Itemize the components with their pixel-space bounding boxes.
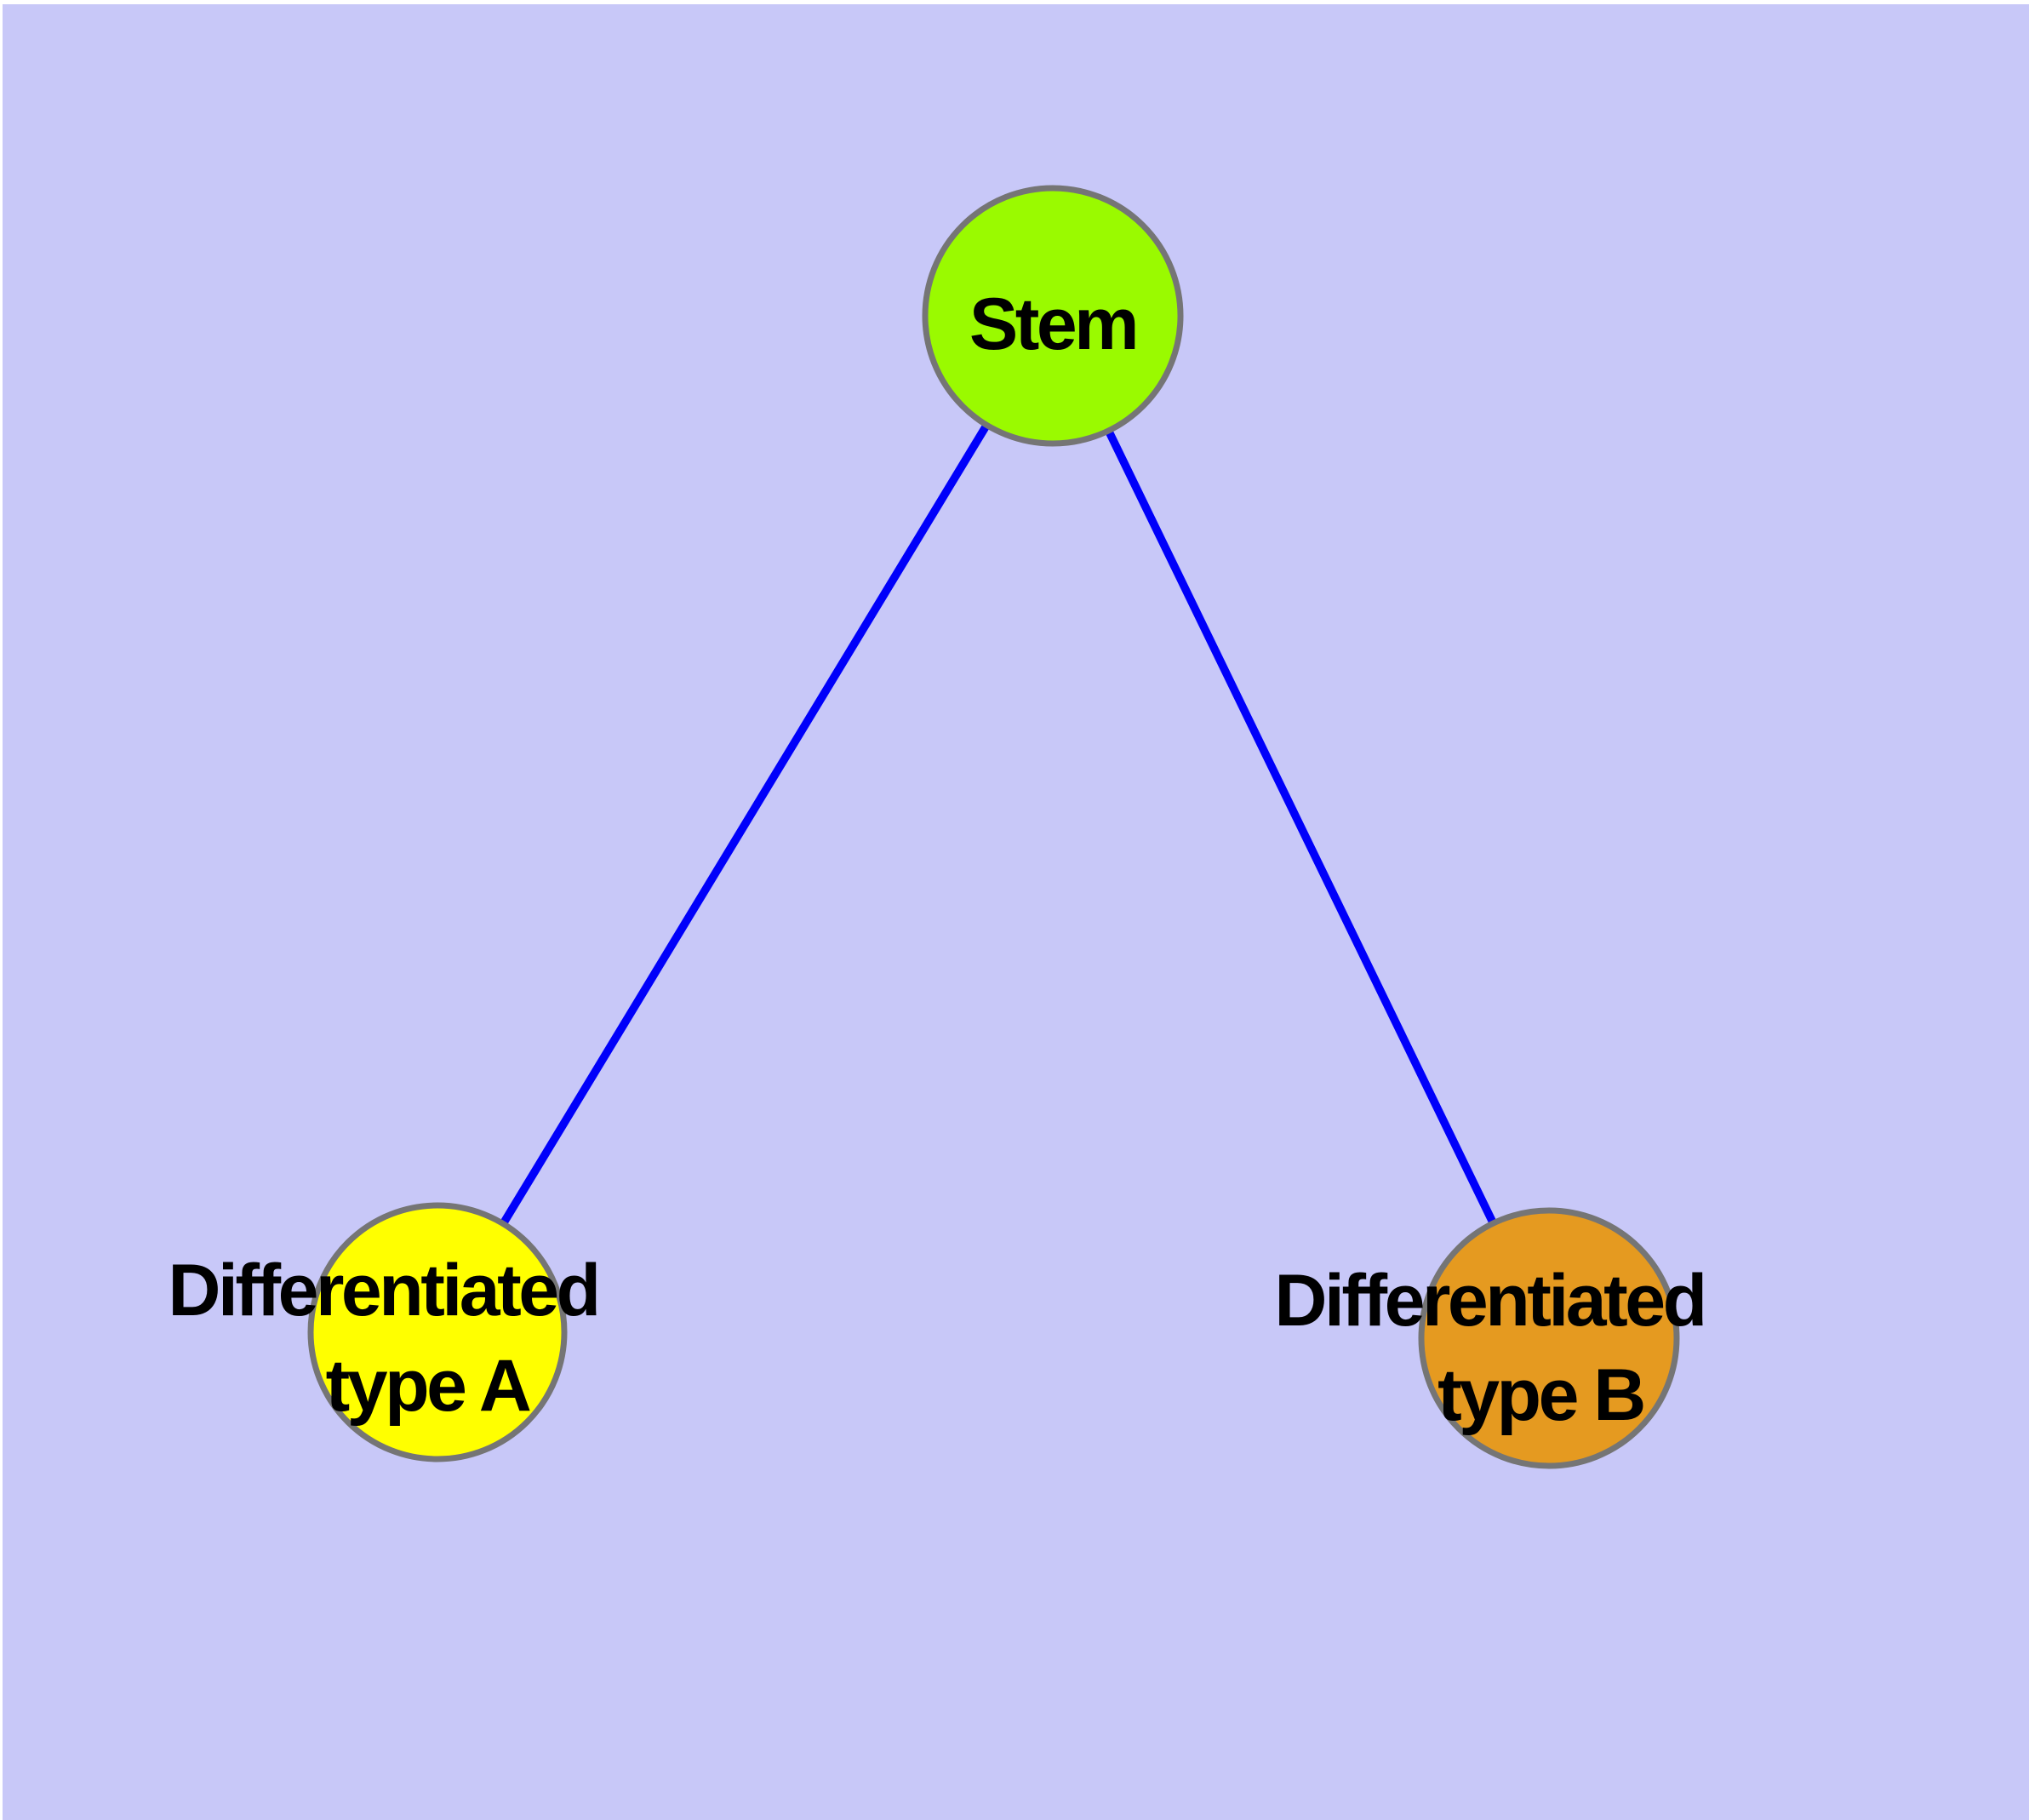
node-stem-circle: [922, 185, 1184, 447]
node-diff-type-b-circle: [1418, 1207, 1680, 1469]
edge-stem-to-diff-type-a: [433, 312, 1057, 1336]
edge-stem-to-diff-type-b: [1049, 312, 1553, 1342]
nodes-layer: [307, 185, 1680, 1469]
node-stem-label-line-1: Stem: [969, 283, 1136, 365]
node-diff-type-a-circle: [307, 1202, 568, 1462]
node-diff-type-b-label-line-2: type B: [1437, 1354, 1643, 1436]
edges-layer: [433, 312, 1553, 1342]
node-diff-type-a-label-line-2: type A: [326, 1345, 530, 1427]
node-diff-type-b-label-line-1: Differentiated: [1274, 1260, 1704, 1342]
node-diff-type-a-label-line-1: Differentiated: [168, 1250, 597, 1331]
